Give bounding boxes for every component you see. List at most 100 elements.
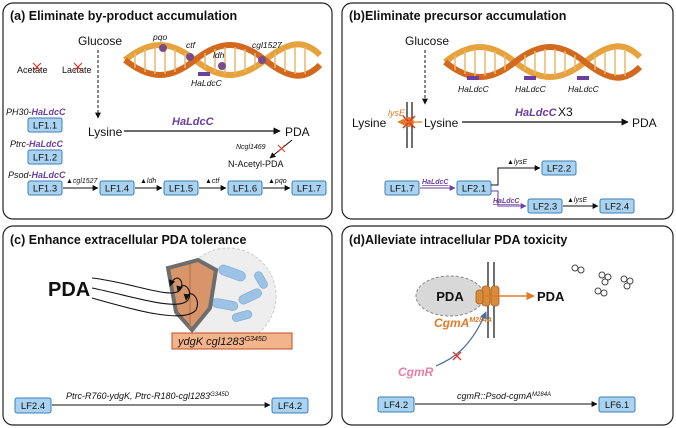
box-lf2-2-label: LF2.2 (547, 164, 571, 175)
gene-ydgk-cgl1283: ydgK cgl1283G345D (177, 336, 267, 348)
panel-b-title: (b)Eliminate precursor accumulation (349, 9, 566, 23)
lactate-block-icon (73, 62, 83, 72)
promoter-ph30: PH30-HaLdcC (6, 107, 66, 117)
enzyme-haldcc-a: HaLdcC (172, 116, 215, 128)
panel-d: (d)Alleviate intracellular PDA toxicity … (341, 225, 674, 426)
box-lf6-1-d (598, 396, 636, 413)
pda-out-label: PDA (537, 289, 565, 304)
acetyl-pda-label: N-Acetyl-PDA (228, 159, 284, 169)
box-lf2-4-c (14, 397, 52, 414)
box-lf1-4 (99, 180, 135, 196)
cgma-transporter-icon (475, 285, 500, 307)
dna-helix-icon-a (123, 41, 323, 79)
box-lf2-3 (527, 198, 563, 214)
shield-icon (165, 257, 219, 334)
arrow-label-d: cgmR::Psod-cgmAM284A (457, 391, 551, 401)
promoter-psod: Psod-HaLdcC (8, 170, 66, 180)
panel-d-frame (341, 225, 674, 426)
chain-label-ctf: ▲ctf (205, 178, 220, 185)
pda-in-label: PDA (436, 289, 464, 304)
gene-cgl1527: cgl1527 (252, 40, 282, 50)
box-lf1-1 (27, 117, 63, 133)
chain-label-ldh: ▲ldh (140, 178, 156, 185)
box-lf1-6-label: LF1.6 (233, 184, 257, 195)
box-lf1-7 (291, 180, 327, 196)
arrow-label-haldcc-1: HaLdcC (422, 179, 449, 186)
panel-d-title: (d)Alleviate intracellular PDA toxicity (349, 233, 567, 247)
chain-label-cgl1527: ▲cgl1527 (66, 178, 99, 185)
enzyme-haldcc-b: HaLdcC (515, 107, 558, 119)
box-lf1-6 (227, 180, 263, 196)
cgma-label: CgmAM284A (434, 316, 492, 330)
box-lf1-5-label: LF1.5 (169, 184, 193, 195)
ncgl1469-block-icon (277, 144, 286, 153)
times-x3: X3 (558, 105, 573, 119)
dna-helix-icon-b (443, 43, 643, 81)
box-lf1-2 (27, 149, 63, 165)
pda-deflect-arrows (91, 277, 198, 317)
lysine-out-label: Lysine (352, 116, 387, 130)
cgmr-regulation-arrow (435, 311, 487, 367)
box-lf1-7-label: LF1.7 (297, 184, 321, 195)
gene-haldcc-b2: HaLdcC (515, 84, 547, 94)
box-lf2-2 (541, 160, 577, 176)
pda-label-c: PDA (48, 279, 90, 301)
gene-ldh: ldh (213, 50, 225, 60)
box-lf1-7-b-label: LF1.7 (390, 184, 414, 195)
lysine-in-label: Lysine (424, 116, 459, 130)
gene-haldcc-b1: HaLdcC (458, 84, 490, 94)
box-lf4-2-c (271, 397, 309, 414)
box-lf2-1-label: LF2.1 (462, 184, 486, 195)
box-lf1-2-label: LF1.2 (33, 153, 57, 164)
cgmr-block-icon (452, 351, 462, 361)
box-lf1-1-label: LF1.1 (33, 121, 57, 132)
box-lf2-1 (456, 180, 492, 196)
gene-bar (171, 332, 293, 350)
box-lf4-2-c-label: LF4.2 (278, 401, 302, 412)
pda-label-a: PDA (285, 125, 310, 139)
gene-haldcc-b3: HaLdcC (568, 84, 600, 94)
arrow-lf2-1-lf2-2 (491, 165, 541, 186)
gene-haldcc-a: HaLdcC (191, 78, 223, 88)
box-lf2-4 (599, 198, 635, 214)
box-lf1-3 (27, 180, 63, 196)
box-lf1-4-label: LF1.4 (105, 184, 129, 195)
gene-ncgl1469: Ncgl1469 (236, 144, 266, 151)
pda-molecule-icons (571, 264, 634, 297)
acetate-block-icon (32, 62, 42, 72)
panel-c-title: (c) Enhance extracellular PDA tolerance (10, 233, 246, 247)
box-lf6-1-d-label: LF6.1 (605, 400, 629, 411)
box-lf4-2-d (377, 396, 415, 413)
panel-c: (c) Enhance extracellular PDA tolerance … (2, 225, 333, 426)
glucose-label-b: Glucose (405, 34, 449, 48)
pda-label-b: PDA (632, 116, 657, 130)
lysine-label-a: Lysine (88, 125, 123, 139)
box-lf1-5 (163, 180, 199, 196)
box-lf2-4-label: LF2.4 (605, 202, 629, 213)
box-lf1-7-b (384, 180, 420, 196)
panel-a: (a) Eliminate by-product accumulation Gl… (2, 2, 333, 220)
arrow-label-lyse-2: ▲lysE (567, 197, 587, 204)
panel-a-title: (a) Eliminate by-product accumulation (10, 9, 237, 23)
arrow-label-haldcc-2: HaLdcC (493, 198, 520, 205)
box-lf1-3-label: LF1.3 (33, 184, 57, 195)
lyse-label-b: lysE (388, 108, 406, 118)
lactate-label: Lactate (62, 65, 92, 75)
glucose-label: Glucose (78, 34, 122, 48)
arrow-label-c: Ptrc-R760-ydgK, Ptrc-R180-cgl1283G345D (66, 391, 230, 401)
arrow-label-lyse-1: ▲lysE (507, 159, 527, 166)
box-lf4-2-d-label: LF4.2 (384, 400, 408, 411)
bacteria-icons (211, 264, 268, 322)
box-lf2-4-c-label: LF2.4 (21, 401, 45, 412)
box-lf2-3-label: LF2.3 (533, 202, 557, 213)
gene-ctf: ctf (186, 40, 197, 50)
chain-a: LF1.3 ▲cgl1527 LF1.4 ▲ldh LF1.5 ▲ctf LF1… (27, 178, 327, 196)
arrow-lf2-1-lf2-3 (491, 190, 527, 209)
chain-label-pqo: ▲pqo (268, 178, 287, 185)
gene-pqo: pqo (152, 32, 167, 42)
cgmr-label: CgmR (398, 365, 434, 379)
promoter-ptrc: Ptrc-HaLdcC (10, 139, 64, 149)
panel-a-frame (2, 2, 333, 220)
acetate-label: Acetate (17, 65, 48, 75)
